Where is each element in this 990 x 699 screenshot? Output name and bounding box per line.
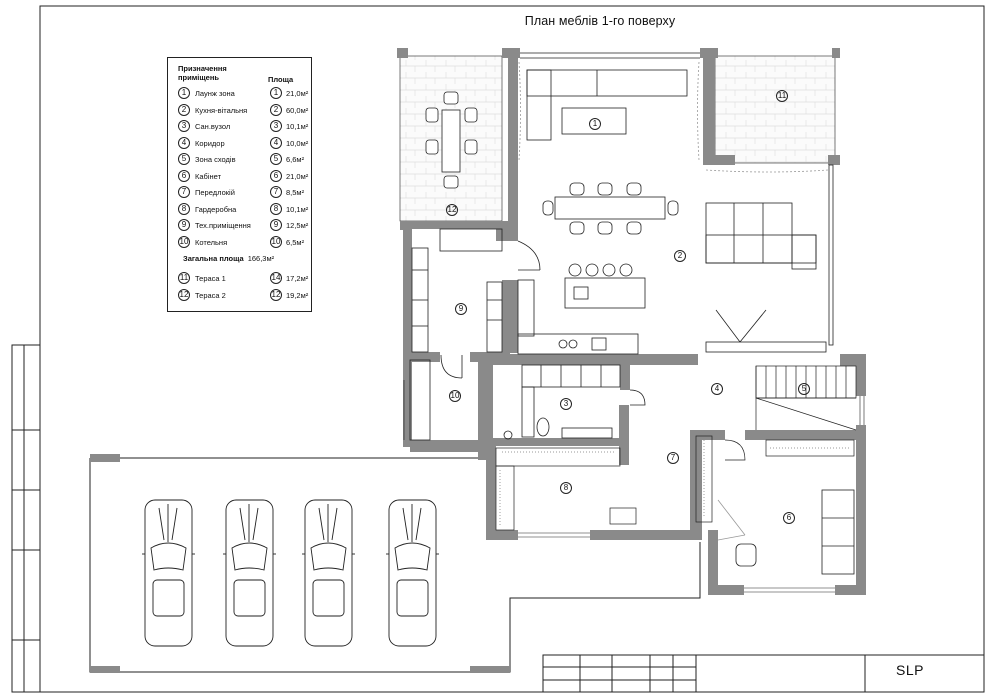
legend-area-number: 6 [270,169,282,182]
legend-area-header: Площа [268,75,294,84]
legend-area-number: 8 [270,202,282,215]
legend-terrace-name: Тераса 1 [195,274,226,283]
legend-row: 1 Лаунж зона 1 21,0м² [178,87,308,101]
legend-row: 6 Кабінет 6 21,0м² [178,169,309,184]
room-number-4: 4 [711,383,723,395]
legend-area-number: 9 [270,219,282,231]
legend-room-area: 8,5м² [286,188,305,197]
bathroom-fixtures [503,364,646,440]
legend-room-area: 21,0м² [286,89,309,98]
terrace-2-dining [425,91,478,189]
legend-room-number: 4 [178,136,190,149]
tech-room-furniture [409,228,503,441]
room-number-3: 3 [560,398,572,410]
room-number-8: 8 [560,482,572,494]
room-number-7: 7 [667,452,679,464]
legend-room-name: Коридор [195,138,225,148]
legend-area-number: 2 [270,103,282,116]
garage-cars [142,499,439,647]
stamp-label: SLP [896,662,924,678]
legend-room-number: 7 [178,186,190,198]
office-furniture [717,489,855,575]
legend-room-area: 21,0м² [286,171,309,181]
sheet-frame [11,5,985,693]
legend-room-name: Сан.вузол [195,122,231,131]
legend-room-area: 10,1м² [286,204,309,214]
legend-room-number: 8 [178,202,190,215]
legend-row: 3 Сан.вузол 3 10,1м² [178,120,308,134]
legend-terrace-row: 11 Тераса 1 14 17,2м² [178,272,308,286]
legend-row: 4 Коридор 4 10,0м² [178,136,309,151]
legend-total-label: Загальна площа [183,254,244,263]
legend-room-name: Зона сходів [195,155,236,164]
legend-room-name: Гардеробна [195,204,237,214]
legend-area-number: 3 [270,120,282,132]
legend-room-name: Тех.приміщення [195,221,251,230]
legend-room-name: Лаунж зона [195,89,235,98]
room-number-1: 1 [589,118,601,130]
legend-row: 8 Гардеробна 8 10,1м² [178,202,309,217]
legend-header: Призначення приміщень [178,64,227,82]
room-number-12: 12 [446,204,458,216]
windows [403,380,865,593]
legend-room-area: 60,0м² [286,105,309,115]
room-number-2: 2 [674,250,686,262]
room-number-6: 6 [783,512,795,524]
legend-area-number: 5 [270,153,282,165]
legend-room-number: 3 [178,120,190,132]
legend-terrace-number: 11 [178,272,190,284]
living-furniture [517,61,829,355]
legend-terrace-name: Тераса 2 [195,291,226,300]
legend-room-number: 5 [178,153,190,165]
legend-terrace-area: 19,2м² [286,291,309,300]
room-number-9: 9 [455,303,467,315]
legend-area-number: 7 [270,186,282,198]
legend-terrace-area-number: 14 [270,272,282,284]
walls [397,48,866,595]
legend-room-number: 10 [178,235,190,248]
legend-terrace-row: 12 Тераса 2 12 19,2м² [178,289,308,303]
legend-room-number: 2 [178,103,190,116]
legend-room-number: 6 [178,169,190,182]
legend-room-name: Кабінет [195,171,222,181]
legend-room-name: Передлокій [195,188,235,197]
title-block [542,654,985,693]
legend-area-number: 4 [270,136,282,149]
room-number-5: 5 [798,383,810,395]
legend-room-number: 1 [178,87,190,99]
room-number-10: 10 [449,390,461,402]
legend-room-area: 10,1м² [286,122,309,131]
legend-terrace-area-number: 12 [270,289,282,301]
legend-row: 7 Передлокій 7 8,5м² [178,186,308,200]
legend-room-area: 10,0м² [286,138,309,148]
legend-terrace-number: 12 [178,289,190,301]
room-number-11: 11 [776,90,788,102]
legend-room-number: 9 [178,219,190,231]
stairs [755,365,857,431]
legend-room-name: Кухня-вітальня [195,105,248,115]
legend-room-area: 12,5м² [286,221,309,230]
legend-row: 10 Котельня 10 6,5м² [178,235,308,250]
legend-total-value: 166,3м² [247,254,275,263]
wardrobe-racks [495,435,855,531]
legend-row: 2 Кухня-вітальня 2 60,0м² [178,103,309,118]
legend-terrace-area: 17,2м² [286,274,309,283]
drawing-title: План меблів 1-го поверху [524,14,676,28]
legend-row: 9 Тех.приміщення 9 12,5м² [178,219,308,233]
legend-room-area: 6,6м² [286,155,305,164]
legend-area-number: 1 [270,87,282,99]
legend-room-area: 6,5м² [286,237,305,247]
legend-row: 5 Зона сходів 5 6,6м² [178,153,308,167]
garage [89,454,701,673]
legend-area-number: 10 [270,235,282,248]
terrace-1 [714,55,836,164]
legend-room-name: Котельня [195,237,228,247]
